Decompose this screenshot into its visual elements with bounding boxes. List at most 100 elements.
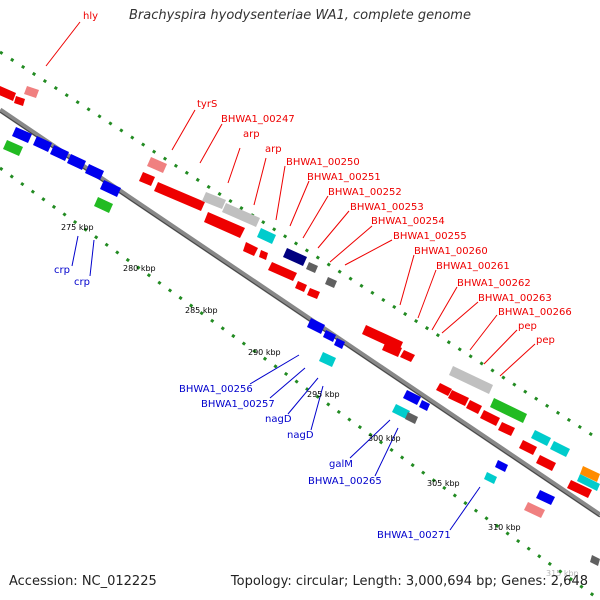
reverse-gene-labels: crp crp BHWA1_00256 BHWA1_00257 nagD nag… — [54, 265, 451, 541]
gene-forward[interactable] — [536, 455, 556, 471]
gene-label[interactable]: pep — [518, 321, 537, 332]
gene-forward-cyan[interactable] — [257, 228, 276, 244]
gene-reverse[interactable] — [307, 318, 325, 334]
tick-label: 315 kbp — [546, 569, 579, 578]
gene-label[interactable]: galM — [329, 459, 353, 470]
gene-label[interactable]: BHWA1_00247 — [221, 114, 295, 125]
tick-label: 275 kbp — [61, 223, 94, 232]
gene-forward[interactable] — [519, 440, 537, 455]
gene-forward[interactable] — [567, 480, 592, 498]
reverse-leaders — [71, 235, 481, 531]
gene-forward[interactable] — [498, 422, 515, 436]
gene-forward[interactable] — [382, 341, 402, 357]
gene-label[interactable]: pep — [536, 335, 555, 346]
genome-summary-text: Topology: circular; Length: 3,000,694 bp… — [230, 574, 588, 589]
gene-label[interactable]: BHWA1_00253 — [350, 202, 424, 213]
gene-reverse-grey[interactable] — [405, 412, 418, 424]
gene-reverse-pink[interactable] — [524, 502, 545, 518]
tick-label: 280 kbp — [123, 264, 156, 273]
gene-label[interactable]: BHWA1_00251 — [307, 172, 381, 183]
gene-label[interactable]: BHWA1_00257 — [201, 399, 275, 410]
gene-forward[interactable] — [243, 242, 258, 256]
gene-label[interactable]: crp — [74, 277, 90, 288]
forward-genes — [0, 86, 600, 498]
gene-reverse-grey[interactable] — [590, 555, 600, 566]
gene-forward[interactable] — [480, 410, 500, 426]
gene-reverse[interactable] — [536, 490, 555, 505]
gene-forward-pink[interactable] — [24, 86, 39, 98]
gene-forward-pink[interactable] — [147, 157, 167, 173]
tick-tracks — [0, 50, 600, 600]
inner-tick-track — [0, 166, 600, 600]
gene-forward[interactable] — [0, 86, 16, 101]
gene-forward[interactable] — [154, 182, 205, 211]
gene-label[interactable]: BHWA1_00256 — [179, 384, 253, 395]
gene-label[interactable]: nagD — [265, 414, 292, 425]
gene-reverse[interactable] — [67, 154, 86, 170]
gene-forward-grey[interactable] — [222, 203, 260, 227]
gene-reverse[interactable] — [33, 136, 52, 152]
gene-reverse[interactable] — [12, 127, 32, 143]
gene-reverse[interactable] — [100, 180, 121, 197]
gene-label[interactable]: hly — [83, 11, 98, 22]
gene-forward-grey[interactable] — [449, 366, 493, 394]
gene-forward[interactable] — [400, 350, 415, 362]
gene-reverse[interactable] — [419, 400, 430, 411]
gene-label[interactable]: BHWA1_00266 — [498, 307, 572, 318]
gene-reverse[interactable] — [85, 164, 104, 180]
accession-text: Accession: NC_012225 — [9, 574, 157, 589]
gene-label[interactable]: nagD — [287, 430, 314, 441]
gene-reverse[interactable] — [50, 145, 69, 161]
gene-label[interactable]: arp — [265, 144, 282, 155]
gene-label[interactable]: BHWA1_00252 — [328, 187, 402, 198]
gene-label[interactable]: arp — [243, 129, 260, 140]
gene-label[interactable]: BHWA1_00255 — [393, 231, 467, 242]
tick-label: 310 kbp — [488, 523, 521, 532]
gene-forward-cyan[interactable] — [550, 441, 570, 457]
gene-forward-green[interactable] — [490, 398, 527, 423]
gene-reverse[interactable] — [495, 460, 508, 472]
gene-forward[interactable] — [139, 172, 155, 186]
tick-label: 285 kbp — [185, 306, 218, 315]
gene-forward[interactable] — [436, 383, 452, 396]
map-title: Brachyspira hyodysenteriae WA1, complete… — [129, 8, 471, 23]
gene-forward-grey[interactable] — [306, 262, 318, 273]
gene-forward[interactable] — [259, 250, 268, 260]
gene-label[interactable]: BHWA1_00250 — [286, 157, 360, 168]
gene-forward[interactable] — [448, 390, 469, 406]
gene-label[interactable]: BHWA1_00271 — [377, 530, 451, 541]
gene-reverse-green[interactable] — [94, 197, 113, 213]
gene-reverse-cyan[interactable] — [484, 472, 497, 484]
gene-reverse[interactable] — [334, 338, 345, 349]
gene-forward[interactable] — [307, 288, 320, 299]
gene-reverse-cyan[interactable] — [319, 352, 336, 367]
gene-forward-cyan[interactable] — [577, 474, 600, 491]
gene-forward-grey[interactable] — [202, 192, 226, 209]
tick-label: 300 kbp — [368, 434, 401, 443]
gene-forward-orange[interactable] — [580, 466, 600, 482]
gene-label[interactable]: tyrS — [197, 99, 217, 110]
gene-forward[interactable] — [466, 400, 482, 414]
gene-label[interactable]: BHWA1_00265 — [308, 476, 382, 487]
gene-label[interactable]: crp — [54, 265, 70, 276]
gene-forward-grey[interactable] — [325, 277, 337, 288]
gene-label[interactable]: BHWA1_00260 — [414, 246, 488, 257]
gene-label[interactable]: BHWA1_00254 — [371, 216, 445, 227]
gene-label[interactable]: BHWA1_00261 — [436, 261, 510, 272]
gene-forward[interactable] — [14, 96, 25, 106]
gene-reverse[interactable] — [323, 330, 336, 342]
gene-forward[interactable] — [204, 212, 245, 238]
gene-forward-cyan[interactable] — [531, 430, 551, 446]
gene-label[interactable]: BHWA1_00262 — [457, 278, 531, 289]
gene-reverse-green[interactable] — [3, 140, 23, 156]
tick-label: 305 kbp — [427, 479, 460, 488]
gene-reverse[interactable] — [403, 390, 421, 405]
gene-forward-navy[interactable] — [283, 248, 307, 266]
gene-forward[interactable] — [295, 281, 307, 292]
gene-reverse-cyan[interactable] — [392, 404, 410, 419]
tick-label: 290 kbp — [248, 348, 281, 357]
gene-label[interactable]: BHWA1_00263 — [478, 293, 552, 304]
gene-forward[interactable] — [268, 262, 297, 281]
outer-tick-track — [0, 50, 600, 442]
